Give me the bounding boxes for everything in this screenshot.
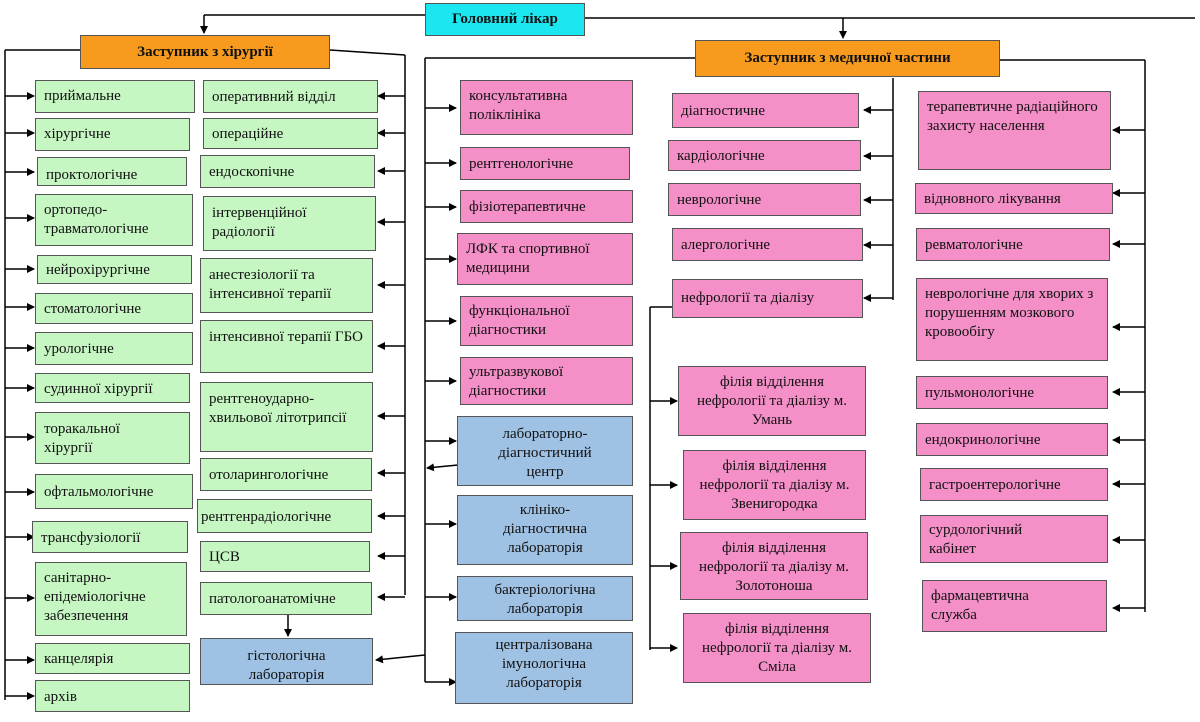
dept-box: рентгенрадіологічне [197,499,372,533]
dept-box: ревматологічне [916,228,1110,261]
dept-box: проктологічне [37,157,187,186]
dept-box: фізіотерапевтичне [460,190,633,223]
dept-box: ЛФК та спортивної медицини [457,233,633,285]
branch-box: філія відділення нефрології та діалізу м… [680,532,868,600]
dept-box: офтальмологічне [35,474,193,509]
dept-box: алергологічне [672,228,863,261]
histology-lab-box: гістологічна лабораторія [200,638,373,685]
dept-box: санітарно-епідеміологічне забезпечення [35,562,187,636]
dept-box: оперативний відділ [203,80,378,113]
branch-box: філія відділення нефрології та діалізу м… [683,450,866,520]
dept-box: рентгеноударно-хвильової літотрипсії [200,382,373,452]
dept-box: судинної хірургії [35,373,190,403]
medical-deputy-box: Заступник з медичної частини [695,40,1000,77]
dept-box: торакальної хірургії [35,412,190,464]
dept-box: приймальне [35,80,195,113]
lab-box: бактеріологічна лабораторія [457,576,633,621]
dept-box: канцелярія [35,643,190,674]
dept-box: неврологічне [668,183,861,216]
dept-box: функціональної діагностики [460,296,633,346]
branch-box: філія відділення нефрології та діалізу м… [678,366,866,436]
surgery-deputy-box: Заступник з хірургії [80,35,330,69]
dept-box: архів [35,680,190,712]
dept-box: патологоанатомічне [200,582,372,615]
branch-box: філія відділення нефрології та діалізу м… [683,613,871,683]
dept-box: неврологічне для хворих з порушенням моз… [916,278,1108,361]
dept-box: ендокринологічне [916,423,1108,456]
dept-box: нейрохірургічне [37,255,192,284]
lab-box: централізована імунологічна лабораторія [455,632,633,704]
dept-box: нефрології та діалізу [672,279,863,318]
dept-box: трансфузіології [32,521,188,553]
dept-box: пульмонологічне [916,376,1108,409]
lab-box: клініко-діагностична лабораторія [457,495,633,565]
dept-box: сурдологічний кабінет [920,515,1108,563]
dept-box: операційне [203,118,378,149]
dept-box: отоларингологічне [200,458,372,491]
dept-box: інтенсивної терапії ГБО [200,320,373,373]
dept-box: ЦСВ [200,541,370,572]
chief-box: Головний лікар [425,3,585,36]
dept-box: інтервенційної радіології [203,196,376,251]
dept-box: рентгенологічне [460,147,630,180]
dept-box: ендоскопічне [200,155,375,188]
dept-box: фармацевтична служба [922,580,1107,632]
dept-box: урологічне [35,332,193,365]
dept-box: консультативна поліклініка [460,80,633,135]
dept-box: гастроентерологічне [920,468,1108,501]
dept-box: відновного лікування [915,183,1113,214]
dept-box: терапевтичне радіаційного захисту населе… [918,91,1111,170]
lab-box: лабораторно-діагностичний центр [457,416,633,486]
dept-box: стоматологічне [35,293,193,324]
dept-box: ортопедо-травматологічне [35,194,193,246]
dept-box: хірургічне [35,118,190,151]
dept-box: анестезіології та інтенсивної терапії [200,258,373,313]
dept-box: ультразвукової діагностики [460,357,633,405]
dept-box: кардіологічне [668,140,861,171]
dept-box: діагностичне [672,93,859,128]
